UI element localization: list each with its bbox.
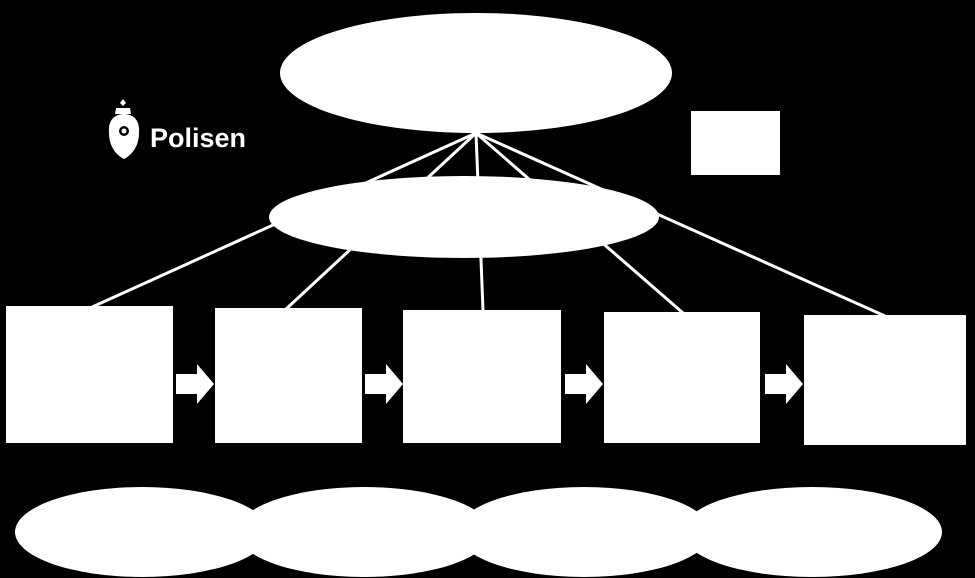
connector-top-5 [475, 131, 886, 318]
arrow-right-icon [365, 364, 403, 404]
polisen-logo: Polisen [108, 99, 246, 159]
crown-emblem-icon [108, 99, 140, 159]
bottom-ellipse-3 [457, 487, 711, 577]
process-box-4 [604, 312, 760, 443]
process-box-3 [403, 310, 561, 443]
process-box-1 [6, 306, 173, 443]
process-box-2 [215, 308, 362, 443]
process-boxes [6, 306, 966, 445]
arrow-right-icon [565, 364, 603, 404]
top-ellipse [280, 13, 672, 133]
bottom-ellipses [15, 487, 942, 577]
process-box-5 [804, 315, 966, 445]
logo-text: Polisen [150, 123, 246, 153]
legend-box [691, 111, 780, 175]
middle-ellipse [269, 176, 659, 258]
bottom-ellipse-2 [237, 487, 491, 577]
arrow-right-icon [176, 364, 214, 404]
bottom-ellipse-1 [15, 487, 269, 577]
bottom-ellipse-4 [682, 487, 942, 577]
arrow-right-icon [765, 364, 803, 404]
flow-arrows [176, 364, 803, 404]
